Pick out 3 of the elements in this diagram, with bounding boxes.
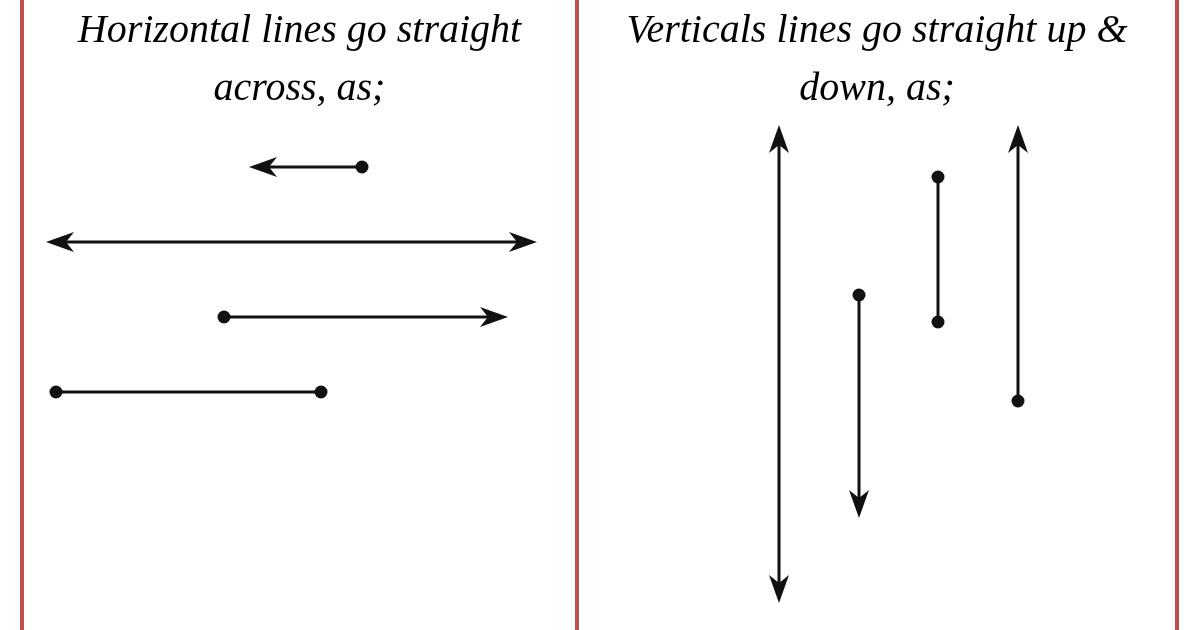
panel bbox=[20, 0, 579, 630]
heading-text: Horizontal lines go straight across, as; bbox=[76, 5, 523, 111]
heading-text: Verticals lines go straight up & down, as; bbox=[625, 5, 1129, 111]
